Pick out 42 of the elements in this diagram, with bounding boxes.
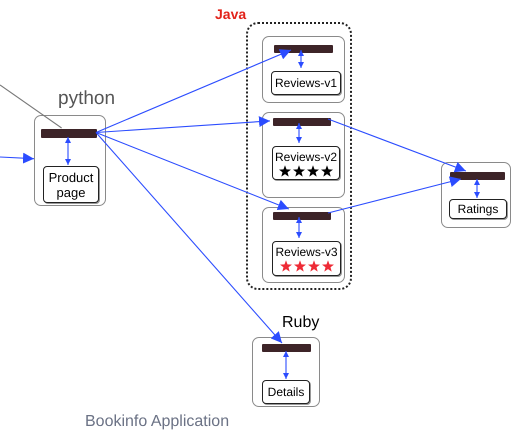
proxy-bar	[274, 45, 333, 53]
arrow	[283, 351, 289, 379]
pod-box	[262, 36, 345, 103]
proxy-bar	[273, 118, 331, 126]
arrow	[474, 179, 480, 198]
language-label: Java	[215, 6, 246, 22]
service-name: Reviews-v3	[275, 245, 338, 259]
service-box	[271, 71, 341, 95]
service-name: Product page	[48, 170, 94, 200]
pod-box	[262, 207, 345, 283]
pod-box	[441, 162, 511, 228]
service-name: Reviews-v1	[274, 76, 337, 90]
service-box	[272, 146, 340, 180]
pod-box	[252, 337, 320, 407]
arrow	[96, 49, 292, 133]
service-box	[262, 380, 310, 404]
language-label: Ruby	[282, 314, 320, 332]
service-box	[272, 241, 341, 276]
connector-line	[0, 84, 62, 128]
arrow	[328, 176, 462, 214]
proxy-bar	[262, 344, 311, 352]
arrow	[65, 137, 71, 165]
proxy-bar	[273, 212, 331, 220]
proxy-bar	[450, 172, 505, 180]
arrow	[298, 50, 304, 68]
pod-box	[262, 112, 345, 198]
service-name: Reviews-v2	[274, 150, 337, 164]
arrow	[0, 152, 34, 164]
arrow	[96, 132, 282, 344]
dotted-group-box	[246, 22, 352, 290]
arrow	[96, 116, 270, 134]
service-name: Details	[268, 385, 304, 399]
service-box	[449, 199, 507, 219]
service-name: Ratings	[458, 202, 498, 216]
arrow	[96, 132, 290, 210]
arrow	[296, 123, 302, 143]
language-label: python	[58, 88, 116, 110]
arrow	[328, 118, 466, 172]
pod-box	[34, 115, 106, 206]
caption: Bookinfo Application	[85, 413, 230, 431]
arrow	[296, 217, 302, 238]
proxy-bar	[41, 129, 97, 138]
